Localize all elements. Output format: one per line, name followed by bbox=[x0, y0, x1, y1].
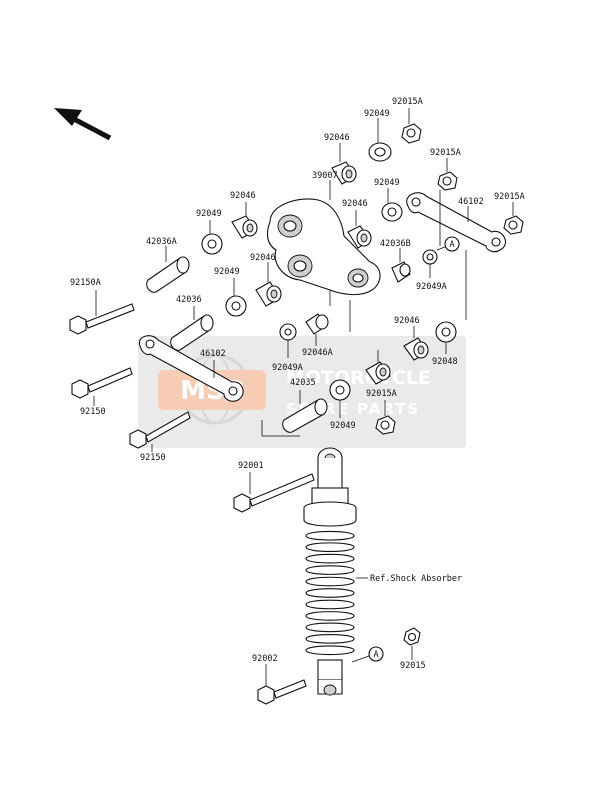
bearing-92046-d bbox=[255, 262, 282, 307]
bearing-92046-b bbox=[347, 210, 372, 249]
tie-rod-46102-left bbox=[138, 335, 244, 402]
label-p5: 39007 bbox=[312, 171, 338, 181]
label-p25: 92015A bbox=[366, 389, 397, 399]
label-p20: 46102 bbox=[200, 349, 226, 359]
rocker-arm-39007 bbox=[266, 180, 381, 306]
washer-92049-a bbox=[368, 118, 392, 162]
collar-42036 bbox=[170, 306, 214, 351]
spring-coil bbox=[305, 599, 355, 610]
washer-92049a-right bbox=[422, 249, 438, 278]
label-p10: 92046 bbox=[342, 199, 368, 209]
svg-text:A: A bbox=[373, 650, 378, 660]
bushing-92046a bbox=[305, 313, 329, 346]
reference-note: Ref.Shock Absorber bbox=[370, 574, 462, 584]
collar-42036a bbox=[146, 246, 190, 293]
nut-92015a-lower bbox=[375, 400, 396, 435]
spring-coil bbox=[305, 611, 355, 621]
bearing-92046-f bbox=[365, 350, 391, 385]
label-p12: 42036A bbox=[146, 237, 177, 247]
bolt-92150a bbox=[69, 290, 135, 335]
label-p6: 92049 bbox=[374, 178, 400, 188]
label-p4: 92015A bbox=[430, 148, 461, 158]
spring-coil bbox=[305, 576, 355, 587]
label-p24: 42035 bbox=[290, 378, 316, 388]
nut-92015a-far-right bbox=[503, 202, 524, 235]
collar-42036b bbox=[391, 248, 411, 283]
label-p7: 92046 bbox=[230, 191, 256, 201]
label-p17: 92150A bbox=[70, 278, 101, 288]
tie-rod-46102-right bbox=[406, 190, 506, 253]
bearing-92046-a bbox=[331, 143, 357, 185]
spring-coil bbox=[305, 565, 355, 575]
washer-92049a-left bbox=[279, 323, 297, 358]
spring-coil bbox=[305, 633, 355, 644]
spring-coil bbox=[305, 530, 355, 541]
spring-coil bbox=[305, 588, 355, 598]
label-p21: 92049A bbox=[272, 363, 303, 373]
label-p8: 92015A bbox=[494, 192, 525, 202]
label-p22: 92046A bbox=[302, 348, 333, 358]
spring-coil bbox=[305, 622, 355, 633]
bolt-92150-lower bbox=[129, 411, 191, 452]
watermark-line1: MOTORCYCLE bbox=[286, 367, 431, 389]
nut-92015a-right bbox=[437, 158, 458, 191]
label-p2: 92049 bbox=[364, 109, 390, 119]
label-p9: 46102 bbox=[458, 197, 484, 207]
label-p26: 92150 bbox=[80, 407, 106, 417]
svg-text:A: A bbox=[449, 240, 454, 250]
label-p11: 92049 bbox=[196, 209, 222, 219]
washer-92049-c bbox=[201, 220, 223, 255]
bolt-92001 bbox=[233, 472, 315, 513]
bearing-92046-c bbox=[231, 202, 258, 239]
spring-coil bbox=[305, 553, 355, 564]
bearing-92046-e bbox=[403, 326, 429, 361]
nut-92015 bbox=[403, 627, 421, 660]
label-p14: 92046 bbox=[250, 253, 276, 263]
callout-a-bottom: A bbox=[351, 646, 384, 663]
label-p19: 92046 bbox=[394, 316, 420, 326]
washer-92049-b bbox=[381, 188, 403, 222]
label-p29: 92001 bbox=[238, 461, 264, 471]
label-p27: 92049 bbox=[330, 421, 356, 431]
spring-coil bbox=[305, 645, 355, 656]
bolt-92002 bbox=[257, 664, 307, 705]
label-p13: 42036B bbox=[380, 239, 411, 249]
nut-92015a-top bbox=[401, 108, 422, 144]
label-p28: 92150 bbox=[140, 453, 166, 463]
label-p23: 92048 bbox=[432, 357, 458, 367]
label-p30: 92002 bbox=[252, 654, 278, 664]
label-p15: 92049 bbox=[214, 267, 240, 277]
part-labels: 92015A 92049 92046 92015A 39007 92049 92… bbox=[70, 97, 525, 671]
shock-absorber bbox=[303, 447, 368, 696]
direction-arrow-icon bbox=[54, 108, 112, 141]
collar-42035 bbox=[282, 390, 328, 433]
washer-92048 bbox=[435, 250, 467, 354]
spring-coil bbox=[305, 542, 355, 553]
label-p1: 92015A bbox=[392, 97, 423, 107]
label-p3: 92046 bbox=[324, 133, 350, 143]
callout-a-top: A bbox=[436, 236, 460, 252]
bolt-92150-upper bbox=[71, 367, 133, 406]
label-p31: 92015 bbox=[400, 661, 426, 671]
washer-92049-e bbox=[329, 379, 351, 418]
label-p18: 42036 bbox=[176, 295, 202, 305]
label-p16: 92049A bbox=[416, 282, 447, 292]
washer-92049-d bbox=[225, 278, 247, 317]
